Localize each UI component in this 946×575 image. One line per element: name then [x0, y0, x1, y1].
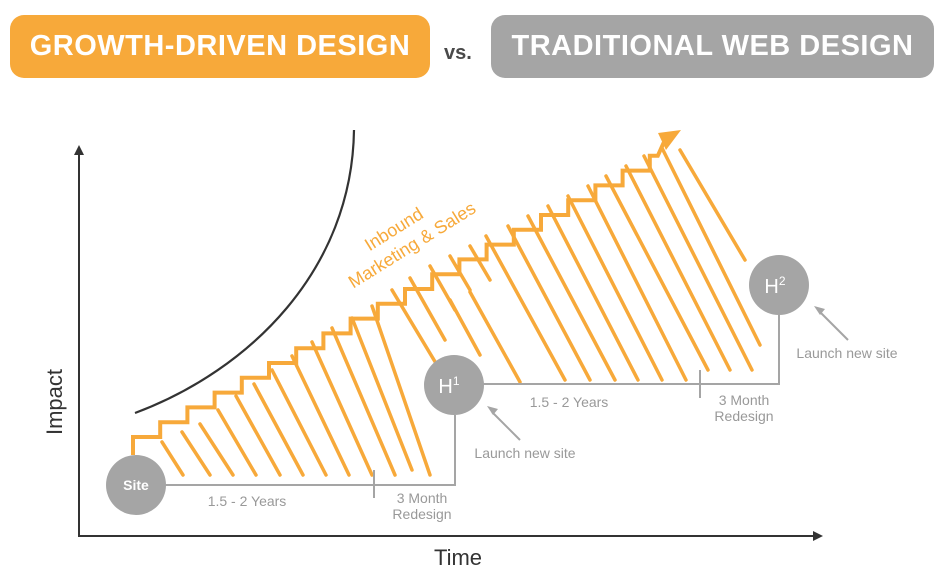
hatch-stripe — [566, 194, 664, 382]
h2-node: H2 — [749, 255, 809, 315]
hatch-stripe — [330, 326, 397, 477]
hatch-stripe — [252, 382, 305, 477]
h1-node: H1 — [424, 355, 484, 415]
y-axis-label: Impact — [42, 369, 67, 435]
launch-label-first: Launch new site — [474, 445, 575, 461]
hatch-stripe — [526, 214, 617, 382]
hatch-stripe — [546, 204, 640, 382]
hatch-stripe — [180, 430, 212, 477]
redesign-label-second-line2: Redesign — [714, 408, 773, 424]
growth-driven-design-title: GROWTH-DRIVEN DESIGN — [10, 15, 430, 78]
hatch-stripe — [290, 354, 351, 477]
redesign-label-second-line1: 3 Month — [719, 392, 770, 408]
launch-label-second: Launch new site — [796, 345, 897, 361]
hatch-stripe — [468, 244, 492, 282]
hatch-stripe — [604, 174, 710, 372]
site-node-label: Site — [123, 477, 149, 493]
hatch-stripe — [350, 316, 414, 472]
traditional-timeline — [134, 306, 849, 498]
growth-hatch-area — [160, 146, 762, 477]
hatch-stripe — [506, 224, 592, 382]
h1-node-superscript: 1 — [453, 374, 460, 388]
growth-arrow-head — [658, 130, 681, 150]
duration-label-second: 1.5 - 2 Years — [530, 394, 609, 410]
hatch-stripe — [370, 304, 432, 477]
x-axis-label: Time — [434, 545, 482, 570]
h1-node-label: H — [438, 376, 452, 398]
hatch-stripe — [198, 422, 235, 477]
vs-label: vs. — [444, 42, 472, 64]
hatch-stripe — [216, 408, 258, 477]
traditional-web-design-title: TRADITIONAL WEB DESIGN — [491, 15, 934, 78]
hatch-stripe — [448, 298, 482, 357]
hatch-stripe — [234, 394, 282, 477]
hatch-stripe — [624, 164, 732, 372]
hatch-stripe — [484, 234, 567, 382]
hatch-stripe — [310, 340, 374, 477]
growth-staircase-line — [131, 141, 666, 455]
hatch-stripe — [270, 368, 328, 477]
h2-node-label: H — [764, 276, 778, 298]
svg-text:H2: H2 — [764, 274, 785, 298]
h2-node-superscript: 2 — [779, 274, 786, 288]
duration-label-first: 1.5 - 2 Years — [208, 493, 287, 509]
redesign-label-first-line2: Redesign — [392, 506, 451, 522]
hatch-stripe — [586, 184, 688, 382]
redesign-label-first-line1: 3 Month — [397, 490, 448, 506]
hatch-stripe — [678, 148, 747, 262]
hatch-stripe — [642, 154, 754, 372]
inbound-curve — [134, 129, 356, 415]
svg-text:H1: H1 — [438, 374, 459, 398]
hatch-stripe — [468, 290, 522, 384]
hatch-stripe — [160, 440, 185, 477]
hatch-stripe — [660, 146, 762, 347]
site-node: Site — [106, 455, 166, 515]
